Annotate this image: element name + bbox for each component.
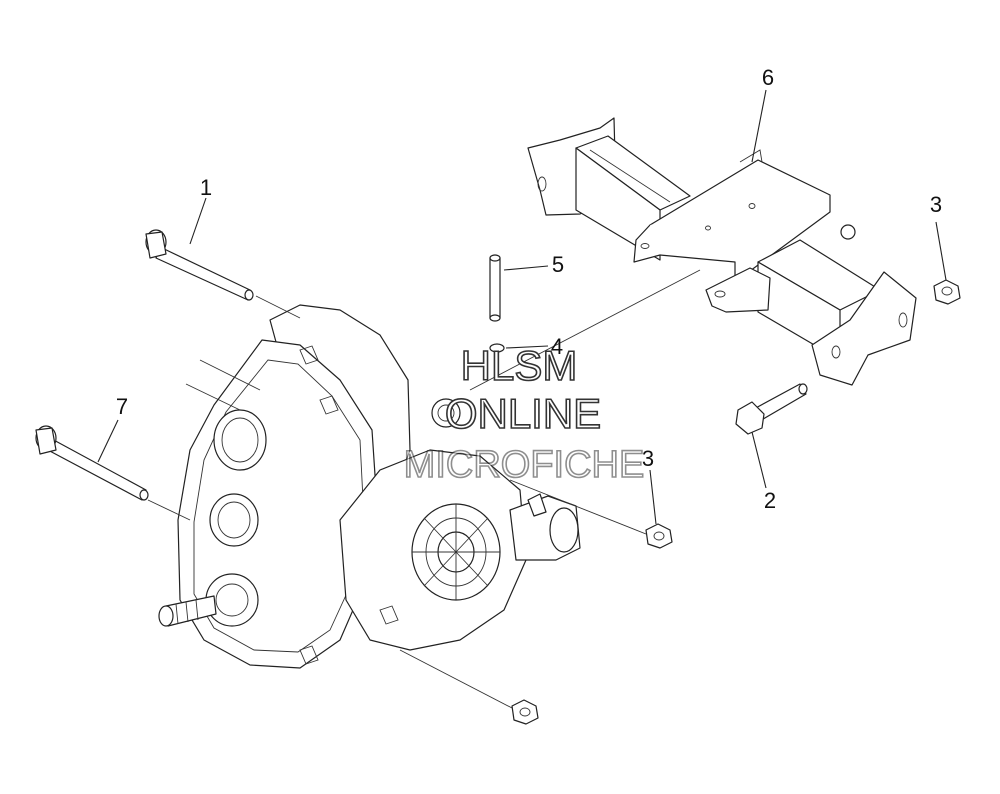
nut-part-3-middle	[645, 523, 673, 549]
bolt-part-2	[735, 383, 808, 435]
nut-part-3-right	[933, 279, 961, 305]
callout-1: 1	[200, 175, 212, 200]
washer-part-4	[489, 343, 505, 353]
watermark-line-3: MICROFICHE	[404, 444, 645, 486]
callout-3-middle: 3	[642, 446, 654, 471]
watermark-line-1: HLSM	[461, 342, 578, 389]
transmission-assembly	[158, 304, 581, 669]
callout-3-right: 3	[930, 192, 942, 217]
watermark: HLSM ONLINE MICROFICHE	[403, 341, 645, 487]
nut-part-3-bottom	[511, 699, 539, 725]
long-bolt-part-7	[35, 425, 149, 501]
callout-4: 4	[551, 334, 563, 359]
long-bolt-part-1	[145, 229, 254, 301]
leader-lines	[97, 89, 947, 525]
callout-5: 5	[552, 252, 564, 277]
callout-6: 6	[762, 65, 774, 90]
pin-part-5	[489, 254, 501, 322]
watermark-line-2: ONLINE	[445, 390, 601, 437]
mounting-bracket-part-6	[527, 117, 917, 386]
callout-7: 7	[116, 394, 128, 419]
alignment-lines	[147, 269, 701, 709]
callout-2: 2	[764, 488, 776, 513]
